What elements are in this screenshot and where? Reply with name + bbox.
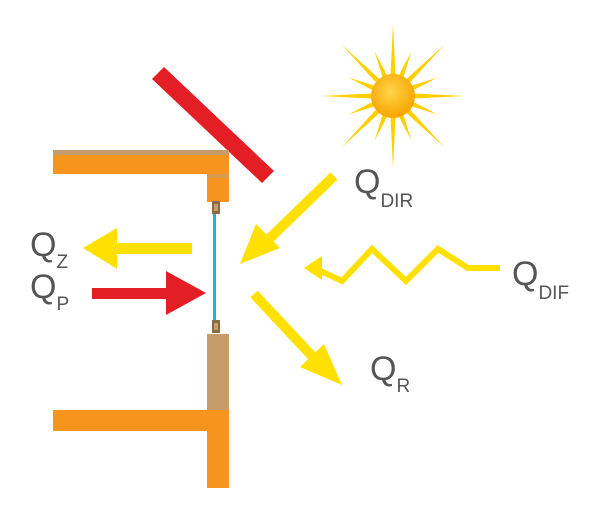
- sun-ray: [412, 93, 465, 99]
- sun-ray: [405, 45, 444, 84]
- lower-wall: [53, 320, 229, 488]
- lower-window-clip: [214, 323, 218, 330]
- upper-window-clip: [214, 204, 218, 211]
- sun-ray: [348, 77, 376, 91]
- sun-ray: [410, 77, 438, 91]
- window-glass: [213, 214, 216, 322]
- label-q-p: QP: [30, 268, 69, 315]
- sun-ray: [410, 101, 438, 115]
- shading-panel: [152, 67, 274, 183]
- label-q-dif: QDIF: [512, 255, 569, 304]
- sun-ray: [398, 113, 412, 141]
- sun-ray: [374, 113, 388, 141]
- upper-wall: [53, 150, 229, 214]
- upper-wall-column: [207, 172, 229, 202]
- lower-wall-base: [207, 410, 229, 488]
- diffuse-radiation-arrow: [304, 244, 500, 286]
- sun-ray: [342, 45, 381, 84]
- floor-slab: [53, 410, 229, 431]
- label-q-r: QR: [370, 350, 410, 397]
- sun-ray: [390, 115, 396, 168]
- overhang-slab: [53, 155, 229, 174]
- sun-ray: [398, 51, 412, 79]
- sun-rays: [321, 24, 465, 168]
- sun-ray: [342, 108, 381, 147]
- direct-radiation-arrow: [240, 172, 338, 264]
- overhang-top-edge: [53, 150, 229, 156]
- sun-ray: [348, 101, 376, 115]
- heat-loss-arrow: [83, 228, 192, 269]
- upper-wall-trim: [207, 174, 229, 178]
- label-q-dir: QDIR: [354, 163, 413, 212]
- sun-core: [371, 74, 415, 118]
- heat-gain-arrow: [92, 271, 206, 315]
- reflected-radiation-arrow: [250, 290, 342, 385]
- sun-ray: [374, 51, 388, 79]
- sun-ray: [390, 24, 396, 77]
- sun-ray: [405, 108, 444, 147]
- sun-icon: [321, 24, 465, 168]
- lower-wall-column: [207, 334, 229, 410]
- label-q-z: QZ: [30, 226, 68, 273]
- sun-ray: [321, 93, 374, 99]
